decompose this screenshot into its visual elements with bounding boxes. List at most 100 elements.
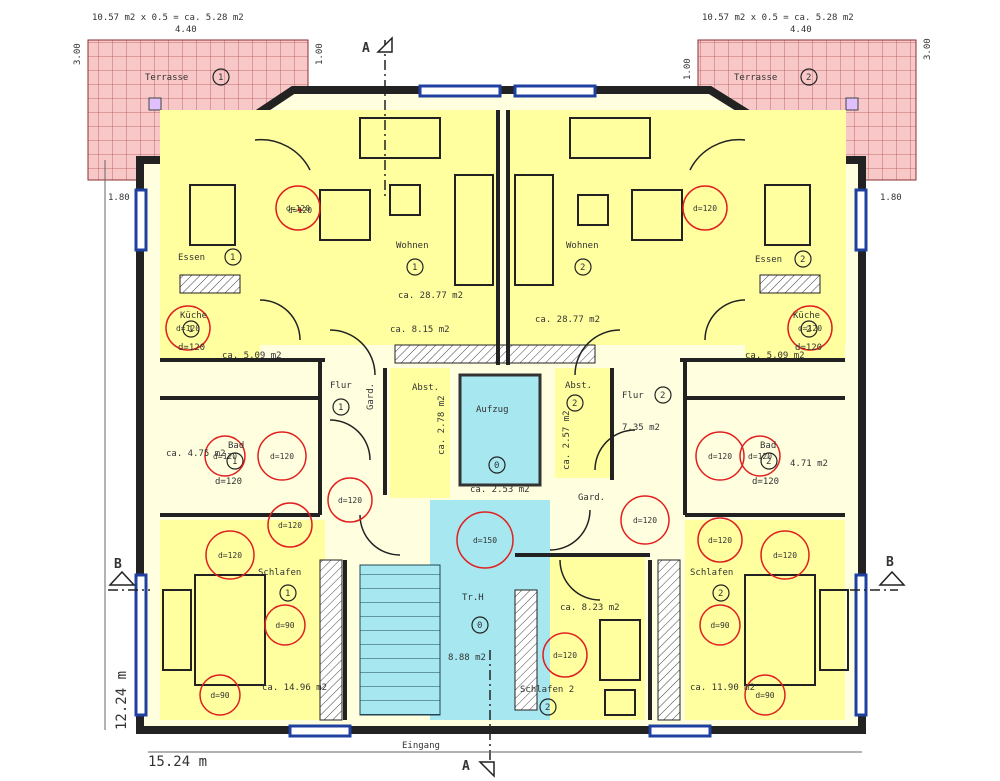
bad-2-area: 4.71 m2 [790,459,828,469]
terrace-right-num: 2 [806,73,811,83]
schlafen-1-area: ca. 14.96 m2 [262,683,327,693]
dim-300-left: 3.00 [73,43,83,65]
wohnen-2-area: ca. 28.77 m2 [535,315,600,325]
bad-2-label: Bad [760,441,776,451]
terrace-left-num: 1 [218,73,223,83]
clearance-label: d=120 [773,551,797,560]
bad-1-num: 1 [232,457,237,467]
clearance-label: d=90 [210,691,229,700]
kueche-2-d: d=120 [795,343,822,353]
clearance-circle [787,305,833,351]
width-label: 15.24 m [148,754,207,770]
entrance-label: Eingang [402,741,440,751]
clearance-label: d=120 [708,536,732,545]
flur-1-area: ca. 8.15 m2 [390,325,450,335]
schlafen-2-label: Schlafen [690,568,733,578]
height-label: 12.24 m [114,671,130,730]
schlafen-1-num: 1 [285,589,290,599]
room-number-badge [226,452,244,470]
wohnen-2-num: 2 [580,263,585,273]
schlafen-3-area: ca. 8.23 m2 [560,603,620,613]
schlafen-2-num: 2 [718,589,723,599]
garderobe-1-label: Gard. [366,383,376,410]
terrace-right-label: Terrasse [734,73,777,83]
staircase [359,564,441,716]
clearance-label: d=150 [473,536,497,545]
bad-1-d: d=120 [215,477,242,487]
top-left-dim: 4.40 [175,25,197,35]
treppe-num: 0 [477,621,482,631]
essen-2-label: Essen [755,255,782,265]
clearance-label: d=120 [708,452,732,461]
flur-2-area: 7.35 m2 [622,423,660,433]
clearance-circle [327,477,373,523]
room-number-badge [760,452,778,470]
wohnen-2-label: Wohnen [566,241,599,251]
schlafen-2-area: ca. 11.90 m2 [690,683,755,693]
clearance-circle [204,435,246,477]
clearance-circle [165,305,211,351]
clearance-label: d=120 [286,204,310,213]
clearance-circle [456,511,514,569]
room-number-badge [800,320,818,338]
clearance-circle [739,435,781,477]
clearance-circle [264,604,306,646]
section-b-left: B [114,557,122,572]
clearance-circle [257,431,307,481]
dim-180-right: 1.80 [880,193,902,203]
room-number-badge [279,584,297,602]
clearance-circle [744,674,786,716]
abst-1-area: ca. 2.78 m2 [437,395,447,455]
kueche-1-num: 1 [188,325,193,335]
room-number-badge [800,68,818,86]
clearance-label: d=120 [338,496,362,505]
clearance-circle [620,495,670,545]
clearance-label: d=90 [275,621,294,630]
dim-180-left: 1.80 [108,193,130,203]
room-number-badge [488,456,506,474]
kueche-1-area: ca. 5.09 m2 [222,351,282,361]
top-right-dim: 4.40 [790,25,812,35]
essen-1-num: 1 [230,253,235,263]
room-number-badge [471,616,489,634]
clearance-label: d=120 [693,204,717,213]
clearance-circle [275,185,321,231]
clearance-label: d=90 [755,691,774,700]
section-a-bottom: A [462,759,470,774]
dim-100-left: 1.00 [315,43,325,65]
section-a-top: A [362,41,370,56]
room-number-badge [566,394,584,412]
aufzug-num: 0 [494,461,499,471]
room-number-badge [574,258,592,276]
clearance-label: d=120 [213,452,237,461]
clearance-circle [760,530,810,580]
room-number-badge [224,248,242,266]
flur-1-num: 1 [338,403,343,413]
clearance-circle [699,604,741,646]
treppe-area: 8.88 m2 [448,653,486,663]
clearance-circle [267,502,313,548]
clearance-label: d=120 [633,516,657,525]
abst-2-num: 2 [572,399,577,409]
clearance-label: d=120 [218,551,242,560]
kueche-2-label: Küche [793,311,820,321]
kueche-1-label: Küche [180,311,207,321]
bad-1-label: Bad [228,441,244,451]
abst-1-label: Abst. [412,383,439,393]
bad-1-area: ca. 4.75 m2 [166,449,226,459]
terrace-left-label: Terrasse [145,73,188,83]
clearance-label: d=120 [748,452,772,461]
top-left-formula: 10.57 m2 x 0.5 = ca. 5.28 m2 [92,13,244,23]
top-right-formula: 10.57 m2 x 0.5 = ca. 5.28 m2 [702,13,854,23]
abst-2-area: ca. 2.57 m2 [562,410,572,470]
essen-1-label: Essen [178,253,205,263]
garderobe-2-label: Gard. [578,493,605,503]
abst-2-label: Abst. [565,381,592,391]
section-b-right: B [886,555,894,570]
clearance-circle [298,208,302,212]
kueche-2-num: 2 [806,325,811,335]
wohnen-1-label: Wohnen [396,241,429,251]
flur-2-label: Flur [622,391,644,401]
room-number-badge [794,250,812,268]
